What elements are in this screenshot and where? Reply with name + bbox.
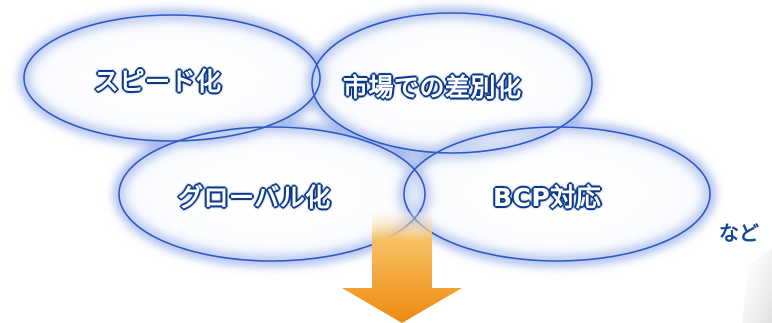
bubble-label-market: 市場での差別化 (343, 73, 522, 102)
etc-suffix-text: など (719, 221, 759, 245)
bubble-fills (24, 13, 710, 261)
bubble-bcp (403, 126, 711, 262)
down-arrow-icon (342, 212, 462, 323)
bubble-global (118, 126, 426, 262)
bubble-speed (23, 14, 321, 142)
corner-decoration (742, 248, 772, 323)
bubble-label-bcp: BCP対応 (493, 183, 602, 212)
bubble-label-speed: スピード化 (94, 67, 222, 96)
bubble-label-global: グローバル化 (178, 183, 331, 212)
bubble-market (311, 12, 593, 154)
